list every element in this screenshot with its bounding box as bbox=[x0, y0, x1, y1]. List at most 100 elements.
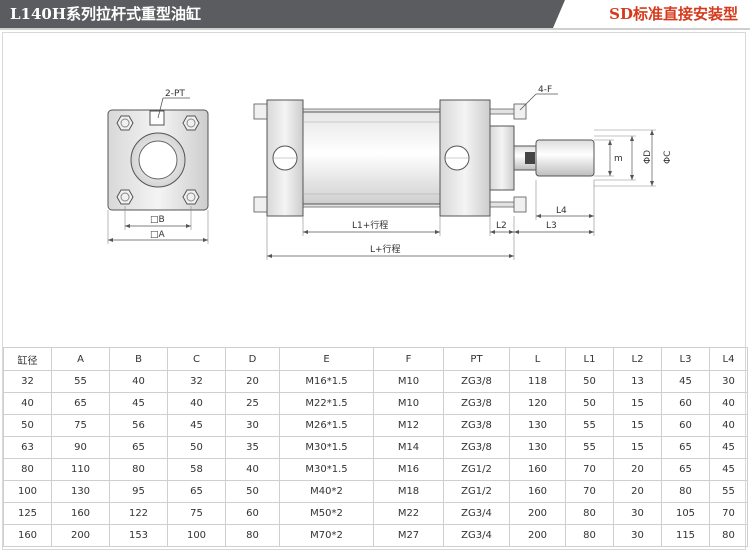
table-cell: 90 bbox=[51, 436, 110, 459]
table-cell: M30*1.5 bbox=[279, 458, 374, 481]
table-cell: 40 bbox=[167, 392, 226, 415]
label-c: ΦC bbox=[663, 151, 673, 164]
table-cell: 45 bbox=[709, 458, 748, 481]
header-rule bbox=[0, 28, 750, 30]
nut-left-bottom bbox=[253, 196, 268, 213]
table-cell: 65 bbox=[51, 392, 110, 415]
nut-right-top bbox=[513, 103, 527, 120]
table-cell: M26*1.5 bbox=[279, 414, 374, 437]
table-cell: 120 bbox=[509, 392, 566, 415]
table-cell: 55 bbox=[565, 436, 614, 459]
table-cell: 130 bbox=[51, 480, 110, 503]
nut-top-left bbox=[116, 115, 134, 131]
table-cell: 160 bbox=[509, 458, 566, 481]
table-cell: 45 bbox=[167, 414, 226, 437]
table-cell: 100 bbox=[3, 480, 52, 503]
table-cell: 45 bbox=[709, 436, 748, 459]
table-cell: 80 bbox=[565, 524, 614, 547]
table-cell: 32 bbox=[3, 370, 52, 393]
table-cell: 60 bbox=[225, 502, 280, 525]
content-frame bbox=[2, 32, 746, 550]
table-cell: 200 bbox=[51, 524, 110, 547]
table-cell: M18 bbox=[373, 480, 444, 503]
nut-left-top bbox=[253, 103, 268, 120]
table-cell: M22 bbox=[373, 502, 444, 525]
table-cell: 35 bbox=[225, 436, 280, 459]
label-2-pt: 2-PT bbox=[165, 89, 185, 99]
table-cell: ZG3/4 bbox=[443, 524, 510, 547]
table-cell: 30 bbox=[709, 370, 748, 393]
table-cell: 65 bbox=[661, 436, 710, 459]
table-header-row: 缸径 A B C D E F PT L L1 L2 L3 L4 bbox=[3, 347, 748, 371]
end-view: 2-PT □B □A bbox=[107, 89, 209, 244]
table-cell: M12 bbox=[373, 414, 444, 437]
table-cell: 40 bbox=[3, 392, 52, 415]
bore bbox=[138, 140, 178, 180]
table-cell: 100 bbox=[167, 524, 226, 547]
col-header: L2 bbox=[613, 347, 662, 371]
col-header: F bbox=[373, 347, 444, 371]
table-cell: 80 bbox=[3, 458, 52, 481]
table-cell: 40 bbox=[709, 414, 748, 437]
label-l2: L2 bbox=[496, 221, 507, 231]
table-cell: 95 bbox=[109, 480, 168, 503]
label-d: ΦD bbox=[643, 150, 653, 164]
table-cell: 30 bbox=[613, 502, 662, 525]
spec-table: 缸径 A B C D E F PT L L1 L2 L3 L4 32 55 40… bbox=[3, 347, 748, 547]
table-cell: 55 bbox=[51, 370, 110, 393]
table-cell: M70*2 bbox=[279, 524, 374, 547]
table-cell: 105 bbox=[661, 502, 710, 525]
table-cell: 30 bbox=[613, 524, 662, 547]
table-row: 125 160 122 75 60 M50*2 M22 ZG3/4 200 80… bbox=[3, 502, 748, 525]
tie-rod-nuts bbox=[116, 115, 200, 205]
table-cell: 65 bbox=[661, 458, 710, 481]
label-4-f: 4-F bbox=[538, 85, 552, 95]
label-b: □B bbox=[150, 215, 165, 225]
table-cell: ZG3/8 bbox=[443, 370, 510, 393]
table-cell: 20 bbox=[225, 370, 280, 393]
install-type-title: SD标准直接安装型 bbox=[609, 5, 738, 23]
table-cell: 70 bbox=[565, 480, 614, 503]
table-cell: 122 bbox=[109, 502, 168, 525]
table-cell: M22*1.5 bbox=[279, 392, 374, 415]
table-cell: 130 bbox=[509, 436, 566, 459]
table-cell: 40 bbox=[225, 458, 280, 481]
label-a: □A bbox=[150, 230, 166, 240]
col-header: B bbox=[109, 347, 168, 371]
table-cell: 40 bbox=[109, 370, 168, 393]
table-cell: 60 bbox=[661, 414, 710, 437]
table-row: 32 55 40 32 20 M16*1.5 M10 ZG3/8 118 50 … bbox=[3, 370, 748, 393]
col-header: C bbox=[167, 347, 226, 371]
table-cell: ZG3/4 bbox=[443, 502, 510, 525]
col-header: PT bbox=[443, 347, 510, 371]
col-header: E bbox=[279, 347, 374, 371]
table-cell: 110 bbox=[51, 458, 110, 481]
table-cell: 80 bbox=[661, 480, 710, 503]
table-cell: M27 bbox=[373, 524, 444, 547]
table-cell: ZG1/2 bbox=[443, 480, 510, 503]
table-cell: 65 bbox=[167, 480, 226, 503]
table-cell: M16 bbox=[373, 458, 444, 481]
table-cell: 70 bbox=[565, 458, 614, 481]
port-slot bbox=[149, 110, 165, 126]
table-cell: 160 bbox=[509, 480, 566, 503]
table-cell: 15 bbox=[613, 392, 662, 415]
col-header: A bbox=[51, 347, 110, 371]
table-cell: 160 bbox=[3, 524, 52, 547]
table-cell: M14 bbox=[373, 436, 444, 459]
table-cell: ZG3/8 bbox=[443, 414, 510, 437]
table-cell: 32 bbox=[167, 370, 226, 393]
header-bar: L140H系列拉杆式重型油缸 SD标准直接安装型 bbox=[0, 0, 750, 28]
table-cell: 75 bbox=[167, 502, 226, 525]
rod-end bbox=[535, 139, 595, 177]
nut-right-bottom bbox=[513, 196, 527, 213]
label-l3: L3 bbox=[546, 221, 557, 231]
table-cell: 55 bbox=[565, 414, 614, 437]
table-cell: 115 bbox=[661, 524, 710, 547]
product-title: L140H系列拉杆式重型油缸 bbox=[10, 5, 202, 23]
label-l4: L4 bbox=[556, 206, 567, 216]
col-header: L3 bbox=[661, 347, 710, 371]
table-cell: 55 bbox=[709, 480, 748, 503]
nut-bottom-left bbox=[116, 189, 134, 205]
col-header: L1 bbox=[565, 347, 614, 371]
